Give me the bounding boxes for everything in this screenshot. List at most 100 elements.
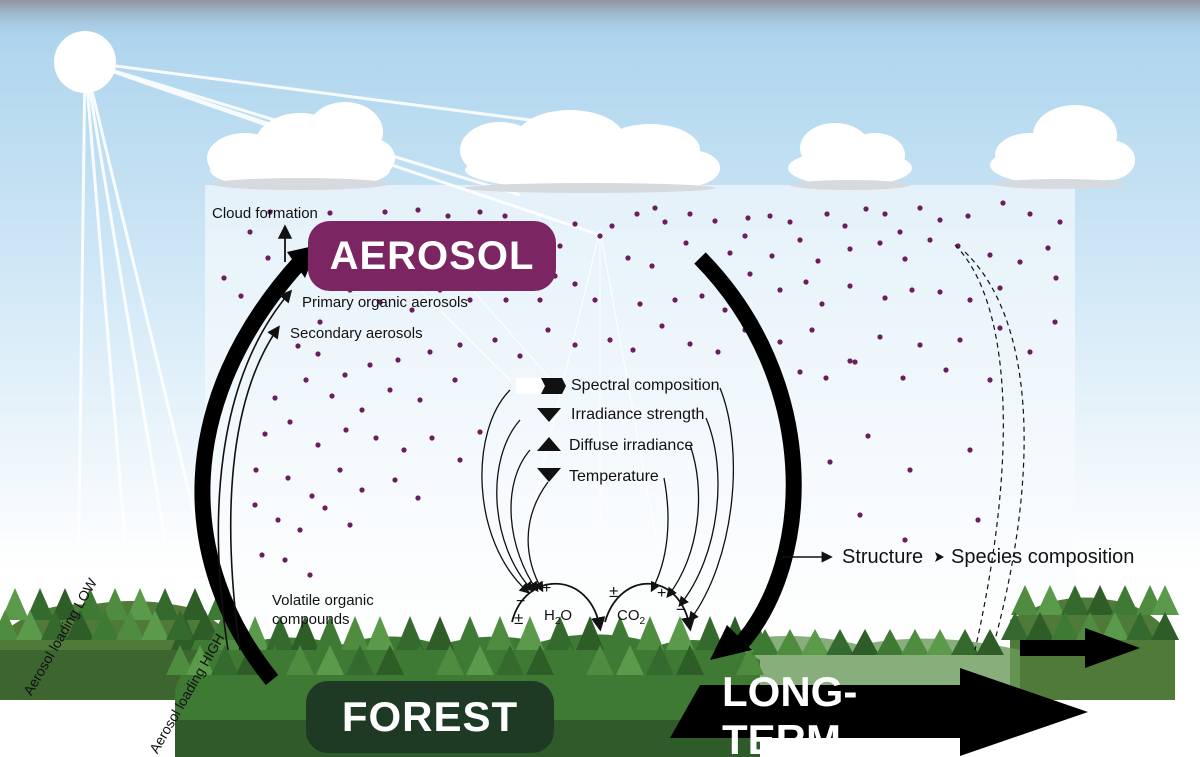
aerosol-particle	[809, 327, 815, 333]
aerosol-particle	[337, 467, 343, 473]
tree-icon	[606, 616, 634, 650]
tree-icon	[1011, 585, 1039, 615]
tree-icon	[1151, 612, 1179, 640]
tree-icon	[376, 645, 404, 675]
aerosol-particle	[877, 240, 883, 246]
aerosol-particle	[877, 334, 883, 340]
aerosol-particle	[649, 263, 655, 269]
tree-icon	[776, 629, 804, 655]
aerosol-particle	[957, 337, 963, 343]
tree-icon	[41, 610, 69, 640]
aerosol-particle	[747, 271, 753, 277]
cloud-formation-label: Cloud formation	[212, 205, 318, 222]
voc-label-line2: compounds	[272, 611, 350, 628]
aerosol-particle	[377, 299, 383, 305]
aerosol-particle	[262, 431, 268, 437]
aerosol-particle	[359, 407, 365, 413]
aerosol-particle	[852, 359, 858, 365]
aerosol-particle	[672, 297, 678, 303]
up-triangle-icon	[537, 437, 561, 451]
sun-icon	[54, 31, 116, 93]
tree-icon	[486, 616, 514, 650]
species-composition-label: Species composition	[951, 546, 1135, 568]
tree-icon	[26, 588, 54, 620]
tree-icon	[546, 616, 574, 650]
aerosol-particle	[943, 367, 949, 373]
aerosol-particle	[317, 319, 323, 325]
tree-icon	[316, 645, 344, 675]
tree-icon	[526, 645, 554, 675]
forest-label: FOREST	[341, 693, 519, 740]
legend-icons	[516, 378, 566, 482]
tree-icon	[1101, 612, 1129, 640]
tree-icon	[151, 588, 179, 620]
aerosol-particle	[592, 297, 598, 303]
aerosol-particle	[937, 217, 943, 223]
tree-icon	[736, 645, 764, 675]
tree-icon	[101, 588, 129, 620]
aerosol-panel	[205, 185, 1075, 660]
aerosol-particle	[409, 307, 415, 313]
aerosol-particle	[221, 275, 227, 281]
tree-icon	[876, 629, 904, 655]
aerosol-particle	[769, 253, 775, 259]
aerosol-particle	[1053, 275, 1059, 281]
aerosol-particle	[503, 297, 509, 303]
aerosol-particle	[897, 229, 903, 235]
aerosol-particle	[699, 293, 705, 299]
primary-organic-label: Primary organic aerosols	[302, 294, 468, 311]
aerosol-particle	[467, 297, 473, 303]
tree-icon	[696, 616, 724, 650]
aerosol-badge: AEROSOL	[308, 221, 556, 291]
long-term-arrow	[670, 668, 1088, 756]
right-arrow-icon	[541, 378, 566, 394]
aerosol-particle	[967, 447, 973, 453]
tree-icon	[586, 645, 614, 675]
tree-icon	[851, 629, 879, 655]
aerosol-particle	[1052, 319, 1058, 325]
tree-icon	[286, 645, 314, 675]
aerosol-particle	[745, 215, 751, 221]
aerosol-particle	[502, 213, 508, 219]
tree-icon	[76, 588, 104, 620]
aerosol-particle	[683, 240, 689, 246]
co2-label: CO2	[617, 607, 646, 627]
secondary-aerosols-label: Secondary aerosols	[290, 325, 423, 342]
aerosol-particle	[842, 223, 848, 229]
aerosol-particle	[824, 211, 830, 217]
tree-icon	[341, 616, 369, 650]
aerosol-particle	[238, 293, 244, 299]
co2-minus-sign: −	[676, 600, 686, 619]
aerosol-particle	[687, 211, 693, 217]
aerosol-particle	[902, 256, 908, 262]
tree-icon	[181, 588, 209, 620]
tree-icon	[1086, 585, 1114, 615]
aerosol-particle	[965, 213, 971, 219]
aerosol-particle	[767, 213, 773, 219]
aerosol-particle	[907, 467, 913, 473]
aerosol-particle	[537, 297, 543, 303]
tree-icon	[636, 616, 664, 650]
tree-icon	[91, 610, 119, 640]
aerosol-particle	[712, 218, 718, 224]
tree-icon	[1111, 585, 1139, 615]
h2o-flux-arc	[511, 582, 606, 632]
aerosol-particle	[997, 325, 1003, 331]
aerosol-particle	[457, 342, 463, 348]
tree-icon	[1126, 612, 1154, 640]
aerosol-particle	[492, 337, 498, 343]
aerosol-particle	[927, 237, 933, 243]
aerosol-particle	[347, 522, 353, 528]
aerosol-particle	[909, 287, 915, 293]
voc-label-line1: Volatile organic	[272, 592, 374, 609]
aerosol-particle	[902, 537, 908, 543]
aerosol-particle	[427, 349, 433, 355]
aerosol-particle	[975, 517, 981, 523]
aerosol-particle	[863, 206, 869, 212]
aerosol-particle	[287, 419, 293, 425]
h2o-plusminus-sign: ±	[514, 609, 524, 628]
aerosol-particle	[452, 377, 458, 383]
tree-icon	[426, 616, 454, 650]
aerosol-particle	[253, 467, 259, 473]
cloud-icon	[460, 110, 720, 193]
